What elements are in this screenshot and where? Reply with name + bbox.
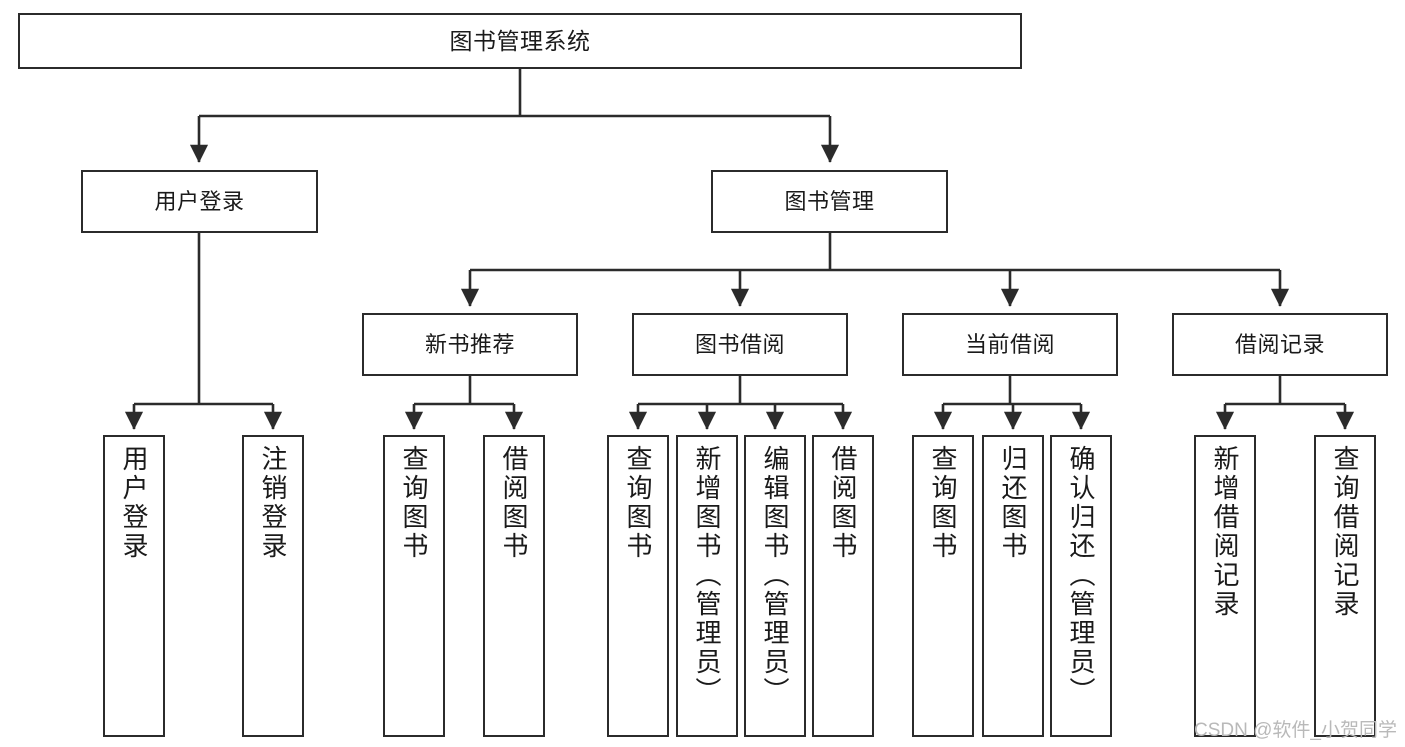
node-label: 编辑图书（管理员） — [760, 445, 790, 706]
node-borrow-record[interactable]: 借阅记录 — [1172, 313, 1388, 376]
node-label: 图书借阅 — [694, 331, 785, 357]
node-label: 确认归还（管理员） — [1066, 445, 1096, 706]
node-book-management[interactable]: 图书管理 — [711, 170, 948, 233]
node-label: 查询图书 — [623, 445, 653, 561]
node-label: 查询图书 — [399, 445, 429, 561]
node-user-login[interactable]: 用户登录 — [81, 170, 318, 233]
leaf-node-edit-book[interactable]: 编辑图书（管理员） — [744, 435, 806, 737]
node-label: 图书管理系统 — [449, 27, 591, 54]
leaf-node-add-book[interactable]: 新增图书（管理员） — [676, 435, 738, 737]
leaf-node-borrow-book[interactable]: 借阅图书 — [812, 435, 874, 737]
csdn-watermark: CSDN @软件_小贺同学 — [1194, 720, 1397, 741]
node-label: 查询借阅记录 — [1330, 445, 1360, 619]
leaf-node-confirm-return[interactable]: 确认归还（管理员） — [1050, 435, 1112, 737]
node-label: 归还图书 — [998, 445, 1028, 561]
leaf-node-user-login[interactable]: 用户登录 — [103, 435, 165, 737]
leaf-node-query-borrow-record[interactable]: 查询借阅记录 — [1314, 435, 1376, 737]
node-label: 新增图书（管理员） — [692, 445, 722, 706]
node-book-borrow[interactable]: 图书借阅 — [632, 313, 848, 376]
node-current-borrow[interactable]: 当前借阅 — [902, 313, 1118, 376]
node-label: 用户登录 — [154, 188, 245, 214]
node-label: 注销登录 — [258, 445, 288, 561]
node-label: 新增借阅记录 — [1210, 445, 1240, 619]
node-label: 借阅图书 — [828, 445, 858, 561]
leaf-node-borrow-book-recommend[interactable]: 借阅图书 — [483, 435, 545, 737]
node-new-book-recommend[interactable]: 新书推荐 — [362, 313, 578, 376]
node-label: 图书管理 — [784, 188, 875, 214]
node-label: 用户登录 — [119, 445, 149, 561]
node-label: 查询图书 — [928, 445, 958, 561]
node-label: 借阅图书 — [499, 445, 529, 561]
node-root-book-management-system[interactable]: 图书管理系统 — [18, 13, 1022, 69]
node-label: 借阅记录 — [1234, 331, 1325, 357]
leaf-node-return-book[interactable]: 归还图书 — [982, 435, 1044, 737]
leaf-node-query-book-borrow[interactable]: 查询图书 — [607, 435, 669, 737]
leaf-node-query-book-recommend[interactable]: 查询图书 — [383, 435, 445, 737]
node-label: 当前借阅 — [964, 331, 1055, 357]
leaf-node-add-borrow-record[interactable]: 新增借阅记录 — [1194, 435, 1256, 737]
node-label: 新书推荐 — [424, 331, 515, 357]
leaf-node-query-book-current[interactable]: 查询图书 — [912, 435, 974, 737]
leaf-node-user-logout[interactable]: 注销登录 — [242, 435, 304, 737]
